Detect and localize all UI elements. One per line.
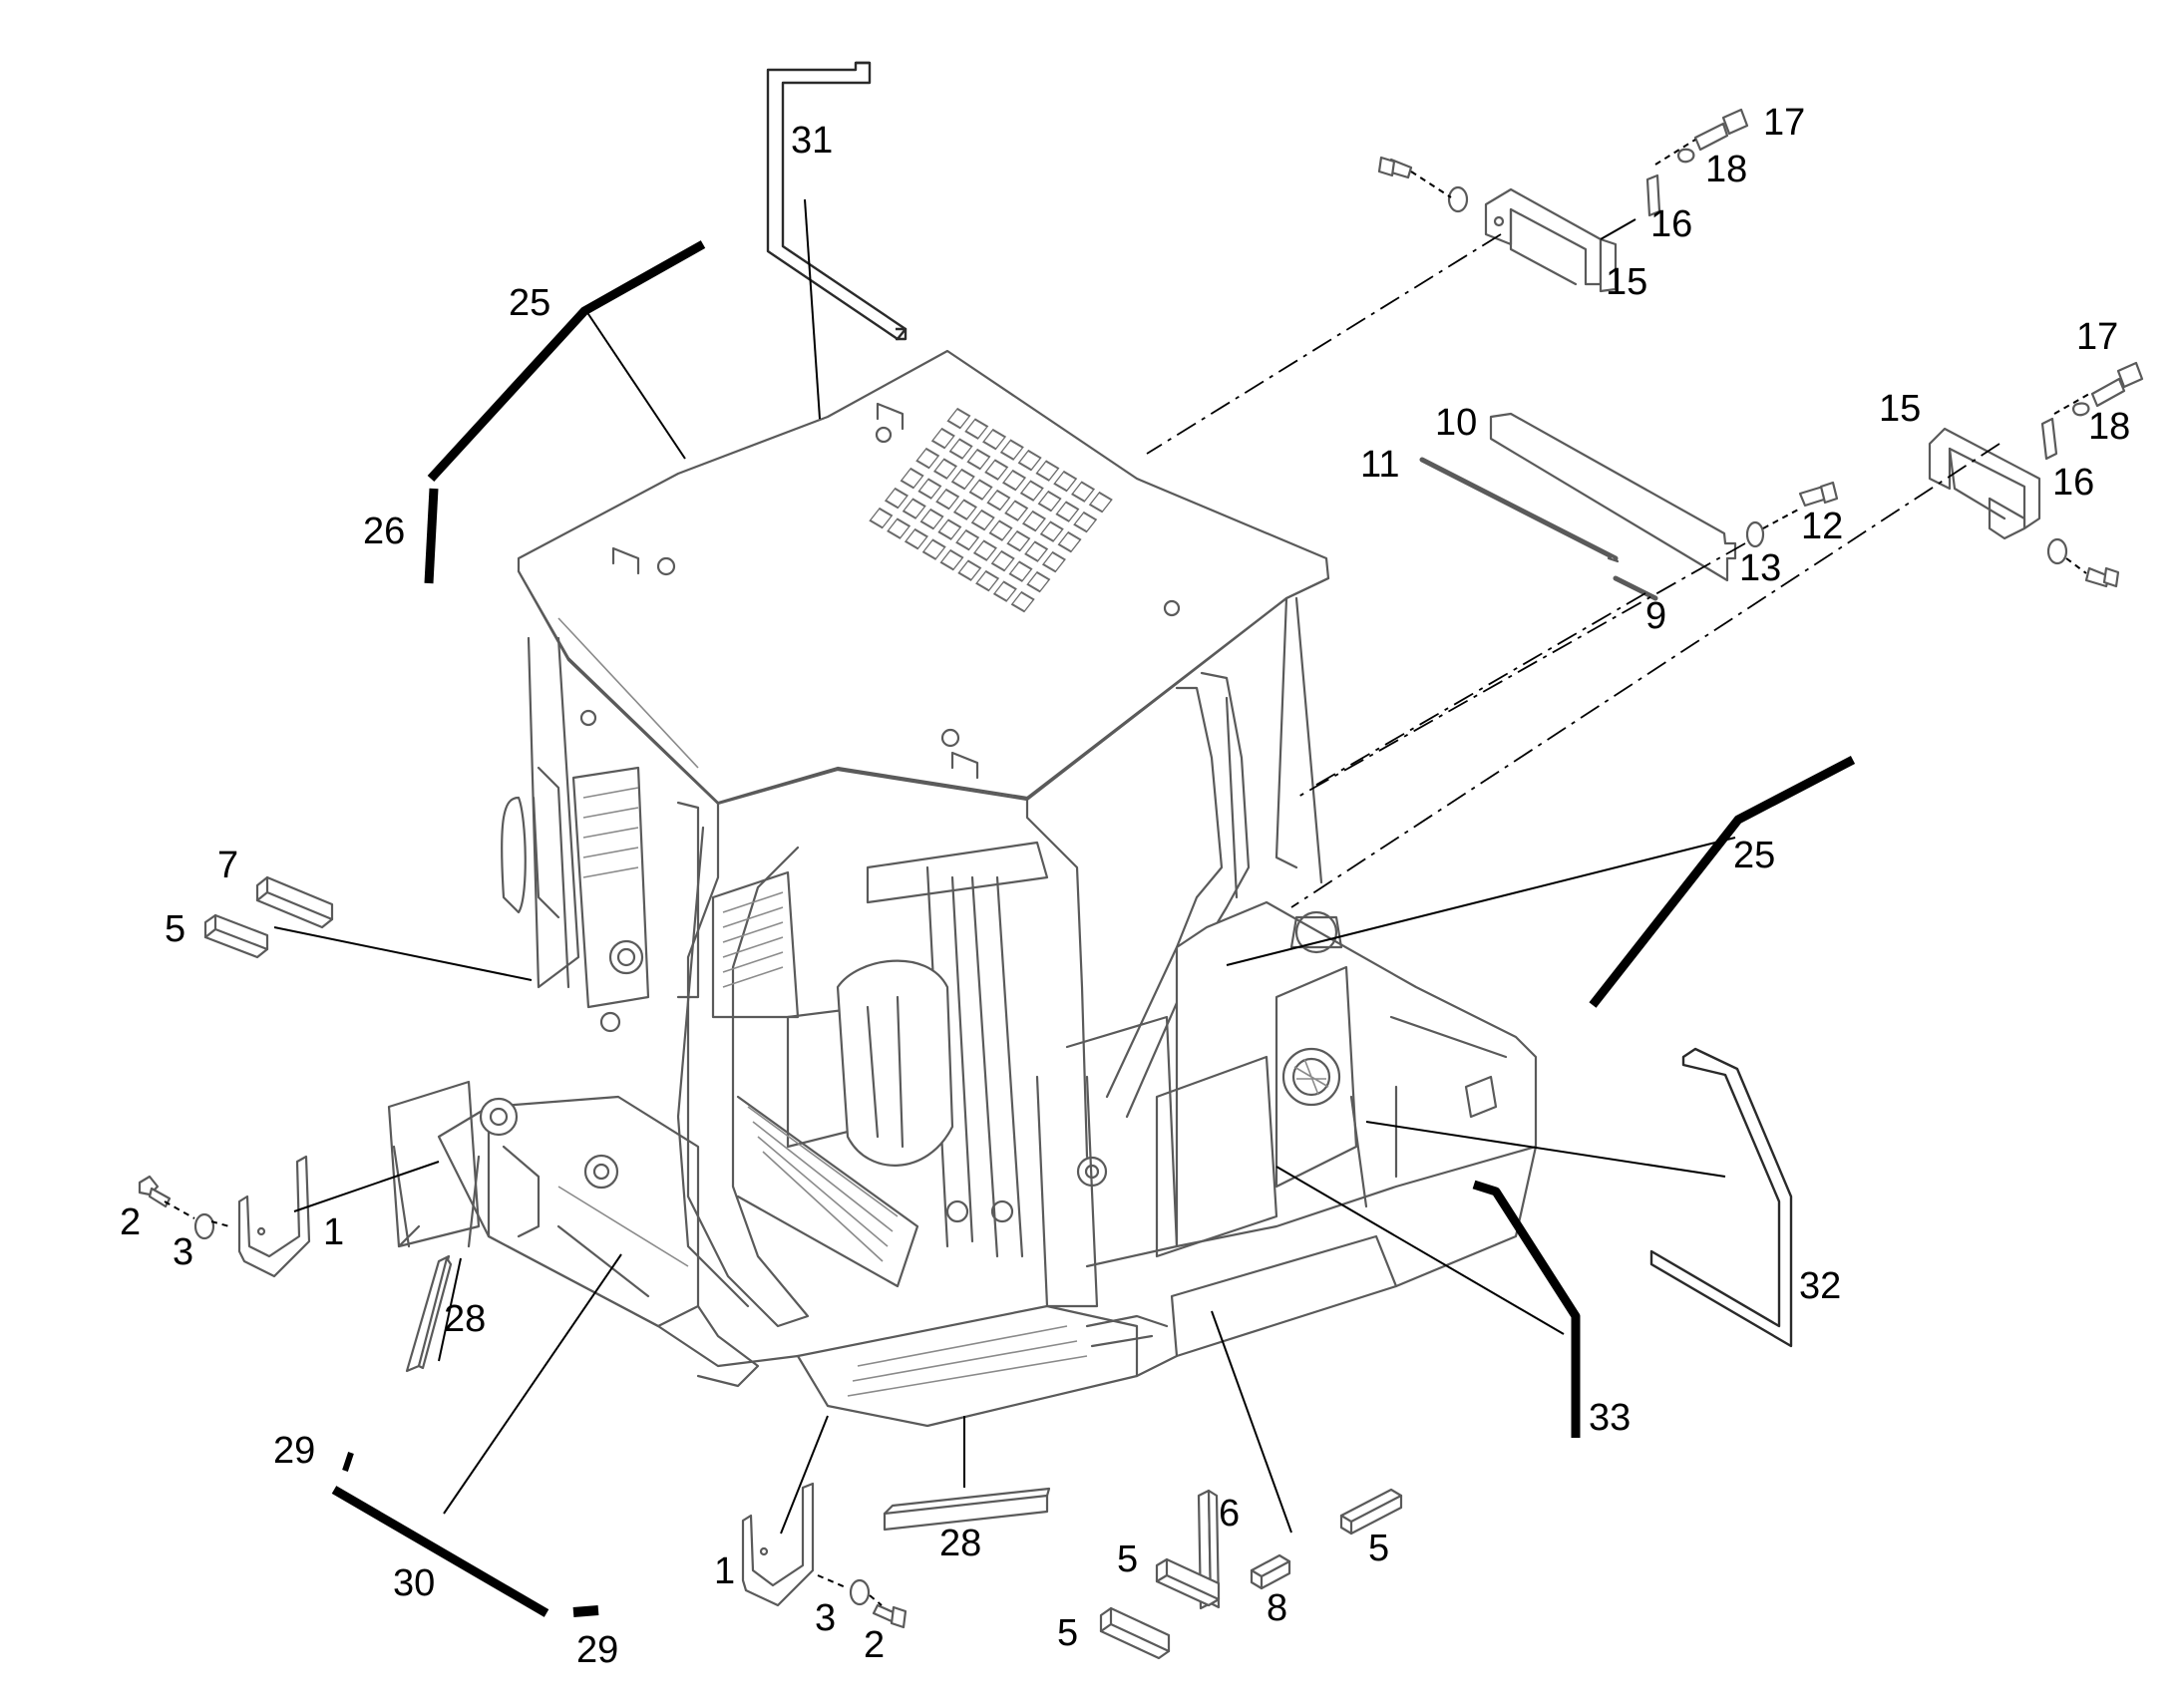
callout-18: 18 xyxy=(2088,406,2130,448)
cab-roof xyxy=(517,349,1330,805)
callout-3: 3 xyxy=(815,1597,836,1639)
callout-28: 28 xyxy=(444,1298,486,1340)
part-16-spacer-lower xyxy=(2040,417,2058,461)
part-13-washer xyxy=(1745,520,1765,548)
part-18-washer-upper xyxy=(1677,148,1695,164)
part-33-seal xyxy=(1472,1180,1581,1438)
callout-30: 30 xyxy=(393,1562,435,1604)
callout-28: 28 xyxy=(939,1523,981,1564)
callout-33: 33 xyxy=(1589,1397,1631,1439)
roof-vent-grid xyxy=(869,407,1113,613)
part-32-side-seal-frame xyxy=(1649,1047,1793,1348)
callout-5: 5 xyxy=(165,908,185,950)
part-16-spacer-upper xyxy=(1645,173,1661,217)
callout-32: 32 xyxy=(1799,1265,1841,1307)
part-1-bracket-bottom xyxy=(741,1482,815,1607)
callout-29: 29 xyxy=(576,1629,618,1671)
part-5-block-mid xyxy=(1155,1557,1221,1607)
part-29-seal-end-upper xyxy=(342,1452,354,1472)
callout-16: 16 xyxy=(2052,462,2094,504)
part-30-seal-strip xyxy=(331,1486,549,1617)
callout-10: 10 xyxy=(1435,402,1477,444)
leader-lines xyxy=(164,139,2090,1606)
part-15-upper-fasteners xyxy=(1377,156,1469,213)
callout-26: 26 xyxy=(363,511,405,552)
callout-1: 1 xyxy=(714,1550,735,1592)
part-31-roof-seal-frame xyxy=(766,61,908,341)
part-5-block-bottom xyxy=(1099,1606,1171,1660)
part-9-pin xyxy=(1613,575,1658,601)
callout-12: 12 xyxy=(1801,506,1843,547)
part-15-bracket-lower xyxy=(1928,427,2041,540)
part-18-washer-lower xyxy=(2072,402,2090,417)
callout-3: 3 xyxy=(173,1231,193,1273)
part-3-washer-bottom xyxy=(849,1578,871,1606)
part-12-bolt xyxy=(1798,481,1839,508)
part-3-washer-left xyxy=(193,1212,215,1240)
callout-9: 9 xyxy=(1645,595,1666,637)
part-8-block xyxy=(1250,1553,1291,1590)
part-29-seal-end-lower xyxy=(572,1605,599,1617)
callout-1: 1 xyxy=(323,1211,344,1253)
part-1-bracket-left xyxy=(237,1155,311,1278)
part-28-bar-bottom xyxy=(883,1487,1051,1532)
part-17-bolt-lower xyxy=(2090,361,2144,408)
callout-7: 7 xyxy=(217,845,238,886)
part-11-rod xyxy=(1419,457,1619,561)
part-25-seal-right xyxy=(1589,756,1856,1008)
callout-17: 17 xyxy=(2076,316,2118,358)
callout-17: 17 xyxy=(1763,102,1805,144)
callout-5: 5 xyxy=(1368,1528,1389,1569)
callout-25: 25 xyxy=(509,282,550,324)
callout-29: 29 xyxy=(273,1430,315,1472)
callout-18: 18 xyxy=(1705,149,1747,190)
callout-2: 2 xyxy=(864,1624,885,1666)
callout-25: 25 xyxy=(1733,835,1775,876)
part-10-cover-plate xyxy=(1489,412,1737,582)
callout-8: 8 xyxy=(1267,1587,1287,1629)
cab-assembly xyxy=(387,349,1538,1428)
part-5-block-upper-left xyxy=(203,913,269,959)
part-17-bolt-upper xyxy=(1693,108,1749,152)
callout-11: 11 xyxy=(1360,444,1399,486)
callout-5: 5 xyxy=(1057,1612,1078,1654)
front-step xyxy=(796,1304,1139,1428)
callout-2: 2 xyxy=(120,1201,141,1243)
callout-16: 16 xyxy=(1650,203,1692,245)
callout-6: 6 xyxy=(1219,1493,1240,1535)
callout-labels: 31 25 26 17 18 16 15 17 15 18 16 10 11 1… xyxy=(120,102,2130,1671)
callout-15: 15 xyxy=(1606,261,1647,303)
part-15-bracket-upper xyxy=(1484,187,1618,293)
callout-15: 15 xyxy=(1879,388,1921,430)
part-5-block-right xyxy=(1339,1488,1403,1536)
part-26-seal xyxy=(424,488,439,584)
part-25-seal-upper xyxy=(427,240,706,483)
part-28-bar-left xyxy=(405,1254,453,1373)
callout-5: 5 xyxy=(1117,1538,1138,1580)
callout-13: 13 xyxy=(1739,547,1781,589)
part-7-block xyxy=(255,875,334,929)
part-2-bolt-bottom xyxy=(872,1603,908,1629)
part-15-lower-fasteners xyxy=(2046,537,2120,588)
callout-31: 31 xyxy=(791,120,833,162)
